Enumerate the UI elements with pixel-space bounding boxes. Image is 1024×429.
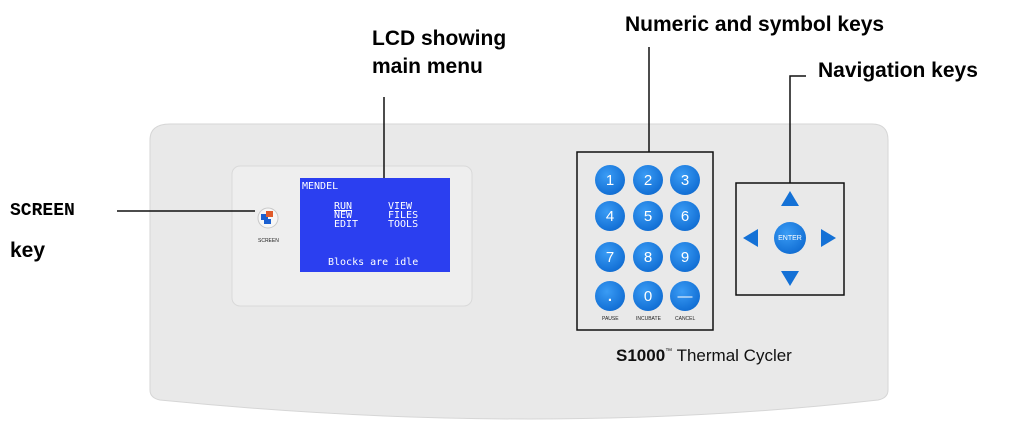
lcd-menu-new[interactable]: NEW bbox=[334, 210, 353, 221]
callout-screen-key: SCREEN bbox=[10, 201, 75, 221]
arrow-up-icon[interactable] bbox=[781, 191, 799, 206]
screen-button-label: SCREEN bbox=[258, 238, 279, 244]
key-7[interactable]: 7 bbox=[595, 242, 625, 272]
navigation-leader-line bbox=[789, 75, 806, 183]
lcd-menu-edit[interactable]: EDIT bbox=[334, 219, 359, 230]
brand-trademark: ™ bbox=[665, 348, 673, 355]
callout-lcd-line1: LCD showing bbox=[372, 27, 507, 50]
key-0[interactable]: 0 bbox=[633, 281, 663, 311]
lcd-status: Blocks are idle bbox=[328, 257, 419, 268]
key-minus[interactable]: — bbox=[670, 281, 700, 311]
key-4[interactable]: 4 bbox=[595, 201, 625, 231]
key-9[interactable]: 9 bbox=[670, 242, 700, 272]
callout-lcd-line2: main menu bbox=[372, 55, 483, 78]
lcd-header: MENDEL bbox=[302, 181, 339, 192]
lcd-menu-view[interactable]: VIEW bbox=[388, 201, 413, 212]
key-1[interactable]: 1 bbox=[595, 165, 625, 195]
lcd-screen: MENDEL RUN NEW EDIT VIEW FILES TOOLS Blo… bbox=[300, 178, 450, 272]
key-decimal[interactable]: . bbox=[595, 281, 625, 311]
enter-button[interactable]: ENTER bbox=[774, 222, 806, 254]
brand-label: S1000™ Thermal Cycler bbox=[616, 346, 792, 366]
arrow-left-icon[interactable] bbox=[743, 229, 758, 247]
callout-navigation-keys: Navigation keys bbox=[818, 59, 978, 82]
lcd-menu-run[interactable]: RUN bbox=[334, 201, 353, 212]
keypad-outline-box bbox=[576, 151, 714, 331]
callout-numeric-keys: Numeric and symbol keys bbox=[625, 13, 885, 36]
callout-screen-key-suffix: key bbox=[10, 239, 46, 262]
cancel-label: CANCEL bbox=[675, 316, 696, 322]
lcd-menu-files[interactable]: FILES bbox=[388, 210, 419, 221]
brand-model: S1000 bbox=[616, 346, 666, 365]
arrow-right-icon[interactable] bbox=[821, 229, 836, 247]
key-3[interactable]: 3 bbox=[670, 165, 700, 195]
key-2[interactable]: 2 bbox=[633, 165, 663, 195]
key-8[interactable]: 8 bbox=[633, 242, 663, 272]
incubate-label: INCUBATE bbox=[636, 316, 661, 322]
key-6[interactable]: 6 bbox=[670, 201, 700, 231]
key-5[interactable]: 5 bbox=[633, 201, 663, 231]
pause-label: PAUSE bbox=[602, 316, 619, 322]
lcd-menu-tools[interactable]: TOOLS bbox=[388, 219, 419, 230]
screen-key-icon[interactable] bbox=[257, 207, 279, 229]
arrow-down-icon[interactable] bbox=[781, 271, 799, 286]
brand-name: Thermal Cycler bbox=[676, 346, 792, 365]
